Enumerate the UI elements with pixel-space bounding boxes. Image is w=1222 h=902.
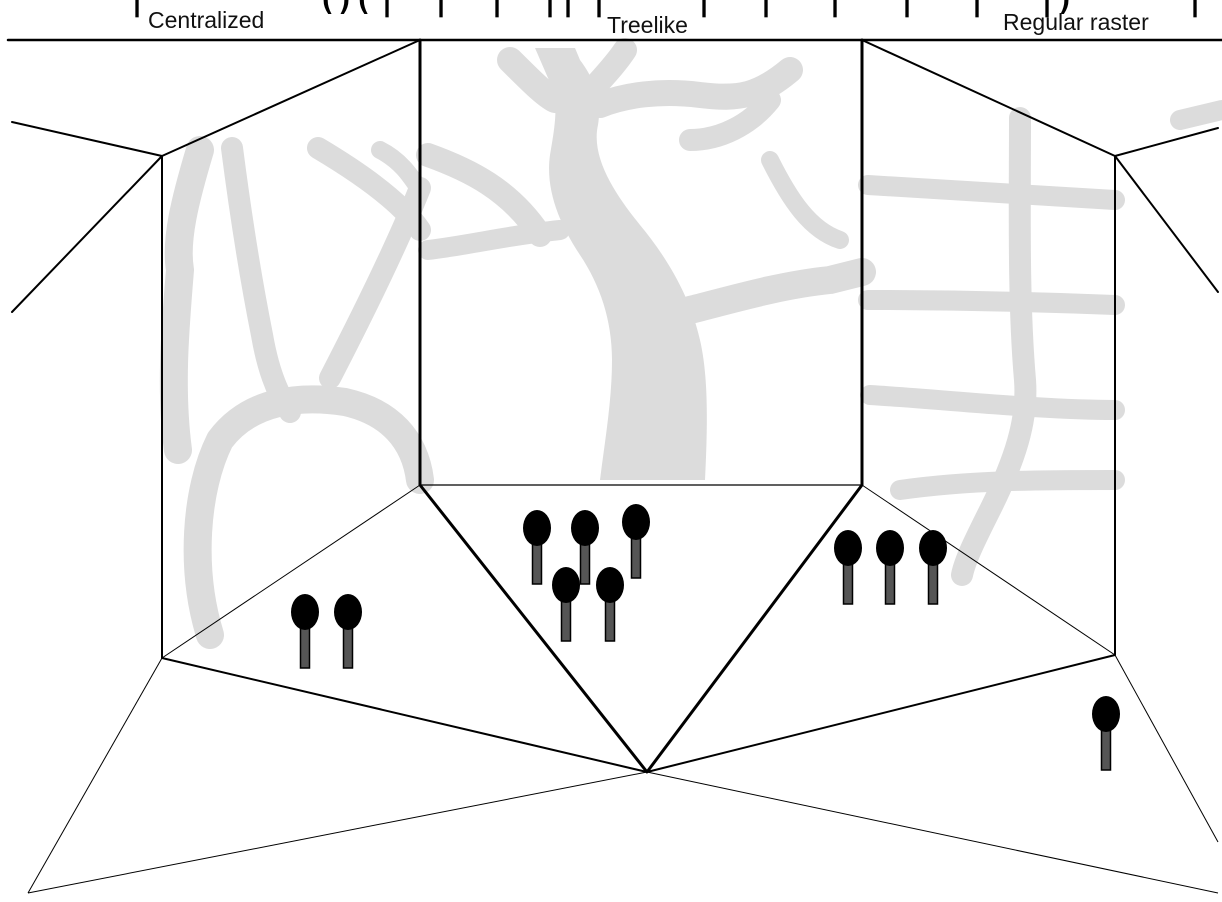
label-regular-raster: Regular raster xyxy=(1003,9,1149,35)
centralized-network xyxy=(159,136,434,649)
label-treelike: Treelike xyxy=(607,12,688,38)
regular-raster-network xyxy=(858,100,1222,586)
pin-marker-icon xyxy=(523,510,551,585)
pin-marker-icon xyxy=(834,530,862,605)
pin-marker-icon xyxy=(291,594,319,669)
territory-boundaries xyxy=(6,38,1222,774)
treelike-network xyxy=(416,38,876,480)
markers xyxy=(291,504,1120,771)
pin-marker-icon xyxy=(622,504,650,579)
pin-marker-icon xyxy=(596,567,624,642)
pin-marker-icon xyxy=(1092,696,1120,771)
thin-boundaries xyxy=(27,484,1219,894)
pin-marker-icon xyxy=(571,510,599,585)
label-centralized: Centralized xyxy=(148,7,265,33)
pin-marker-icon xyxy=(876,530,904,605)
pin-marker-icon xyxy=(919,530,947,605)
pin-marker-icon xyxy=(334,594,362,669)
pin-marker-icon xyxy=(552,567,580,642)
